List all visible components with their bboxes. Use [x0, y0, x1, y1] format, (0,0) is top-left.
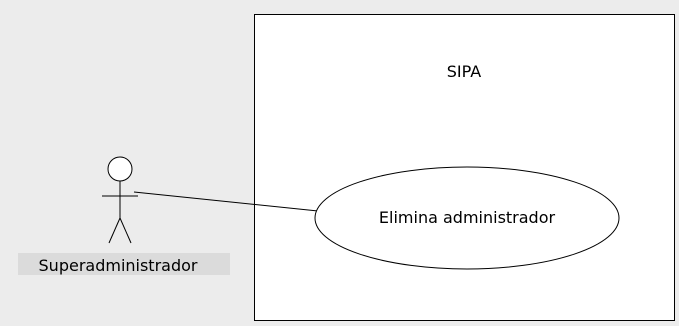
actor-stick-figure[interactable]	[102, 156, 138, 244]
actor-left-leg	[108, 217, 121, 244]
system-title: SIPA	[447, 62, 482, 81]
actor-label: Superadministrador	[39, 256, 198, 275]
actor-label-shadow	[18, 253, 230, 275]
actor-head	[107, 156, 133, 182]
actor-right-leg	[119, 217, 132, 244]
association-line[interactable]	[133, 191, 319, 212]
use-case-ellipse[interactable]	[314, 166, 620, 270]
use-case-label: Elimina administrador	[379, 208, 556, 227]
